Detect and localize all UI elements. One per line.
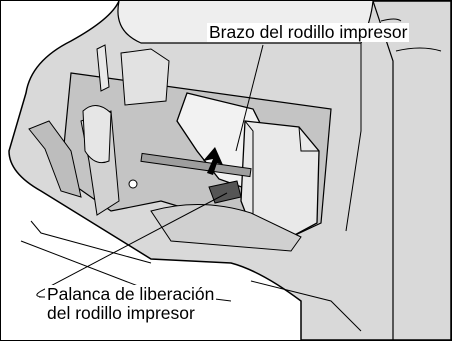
release-lever-label-line2: del rodillo impresor	[47, 303, 195, 323]
roller-cover	[240, 120, 320, 238]
release-lever-label-line1: Palanca de liberación	[47, 284, 215, 304]
arm-leader-line	[235, 44, 264, 152]
paper-guide-left	[28, 120, 82, 198]
release-lever-label: Palanca de liberación del rodillo impres…	[45, 284, 217, 323]
direction-arrow	[203, 147, 223, 175]
housing-right-wall	[372, 1, 394, 340]
release-lever	[208, 180, 242, 204]
lever-leader-line-path	[36, 192, 228, 298]
print-roller-arm-label: Brazo del rodillo impresor	[207, 22, 410, 42]
front-tray	[150, 203, 302, 252]
roller-shaft	[140, 152, 252, 178]
screw	[128, 179, 138, 189]
